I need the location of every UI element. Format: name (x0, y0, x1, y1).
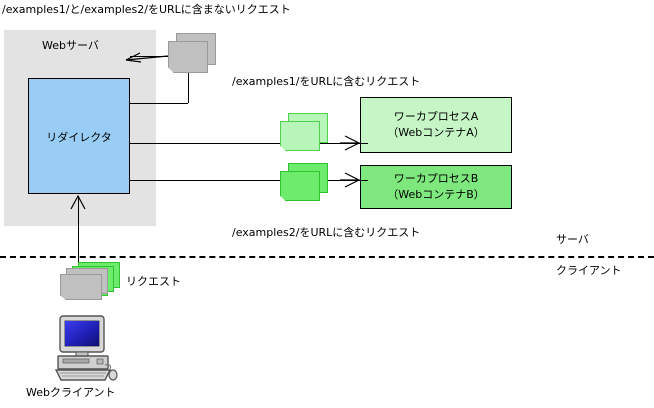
label-web-server: Webサーバ (42, 39, 99, 52)
label-web-client: Webクライアント (26, 386, 116, 399)
doc-sheet-grey-front (60, 274, 102, 300)
worker-process-a-box: ワーカプロセスA （WebコンテナA） (360, 97, 512, 153)
label-top-request: /examples1/と/examples2/をURLに含まないリクエスト (2, 3, 291, 16)
worker-b-container: （WebコンテナB） (387, 188, 485, 201)
redirector-box: リダイレクタ (28, 78, 130, 194)
line-ws-down (188, 72, 189, 103)
worker-b-name: ワーカプロセスB (393, 171, 479, 185)
document-stack-icon-green-a (280, 113, 328, 151)
doc-sheet-front (168, 41, 208, 73)
label-server-zone: サーバ (556, 233, 589, 246)
line-ws-in (130, 56, 168, 57)
line-client-to-redirector (78, 196, 79, 282)
worker-a-name: ワーカプロセスA (393, 109, 479, 123)
doc-sheet-front (280, 121, 320, 151)
doc-sheet-front (280, 171, 320, 201)
web-client-computer-icon (54, 315, 118, 381)
worker-a-container: （WebコンテナA） (387, 126, 485, 139)
label-request-examples1: /examples1/をURLに含むリクエスト (232, 75, 421, 88)
server-client-divider (0, 256, 654, 258)
line-to-worker-a (130, 143, 368, 144)
document-stack-icon-grey (168, 33, 216, 73)
line-to-worker-b (130, 180, 368, 181)
worker-process-b-box: ワーカプロセスB （WebコンテナB） (360, 165, 512, 209)
label-request: リクエスト (126, 275, 181, 288)
document-stack-icon-client (60, 262, 124, 300)
label-request-examples2: /examples2/をURLに含むリクエスト (232, 226, 421, 239)
document-stack-icon-green-b (280, 163, 328, 201)
line-ws-to-redirector (130, 103, 188, 104)
label-client-zone: クライアント (556, 264, 622, 277)
redirector-label: リダイレクタ (46, 131, 112, 144)
